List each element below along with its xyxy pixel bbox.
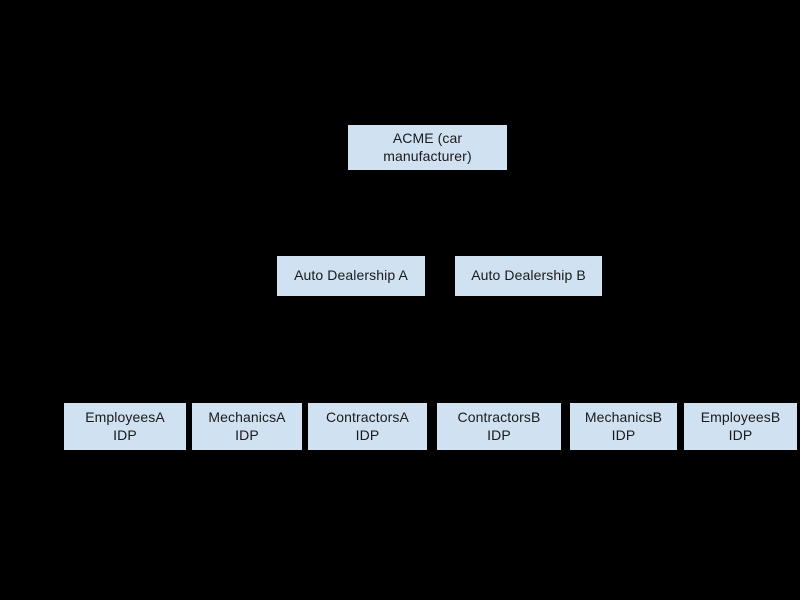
node-contractors-a-idp[interactable]: ContractorsA IDP xyxy=(308,403,427,450)
node-employees-a-idp[interactable]: EmployeesA IDP xyxy=(64,403,186,450)
node-mechanics-a-idp[interactable]: MechanicsA IDP xyxy=(192,403,302,450)
node-contractors-b-idp[interactable]: ContractorsB IDP xyxy=(437,403,561,450)
node-mechanics-b-idp[interactable]: MechanicsB IDP xyxy=(570,403,677,450)
node-auto-dealership-a[interactable]: Auto Dealership A xyxy=(277,256,425,296)
node-employees-b-idp[interactable]: EmployeesB IDP xyxy=(684,403,797,450)
node-auto-dealership-b[interactable]: Auto Dealership B xyxy=(455,256,602,296)
node-acme[interactable]: ACME (car manufacturer) xyxy=(348,125,507,170)
